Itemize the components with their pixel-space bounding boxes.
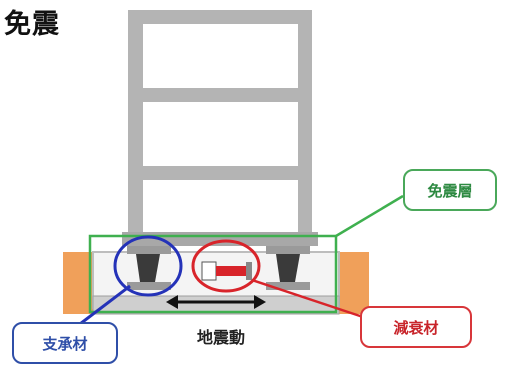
ground-right [339, 252, 369, 314]
ground-motion-label: 地震動 [196, 328, 245, 347]
building-frame [122, 10, 318, 246]
double-arrow-icon [166, 295, 266, 309]
bearing-highlight [113, 235, 183, 297]
ground-left [63, 252, 93, 314]
isolation-layer-outline [88, 234, 338, 314]
bearing-left-icon [127, 246, 171, 290]
damper-icon [201, 261, 252, 281]
damper-highlight [191, 239, 261, 293]
bearing-leader [75, 284, 131, 329]
damper-leader [251, 278, 367, 320]
isolation-layer-label: 免震層 [403, 169, 497, 211]
damper-label: 減衰材 [360, 306, 472, 348]
bearing-label: 支承材 [12, 322, 118, 364]
bearing-right-icon [266, 246, 310, 290]
foundation-base [92, 295, 340, 315]
isolation-layer-leader [335, 194, 404, 238]
page-title: 免震 [4, 9, 60, 40]
